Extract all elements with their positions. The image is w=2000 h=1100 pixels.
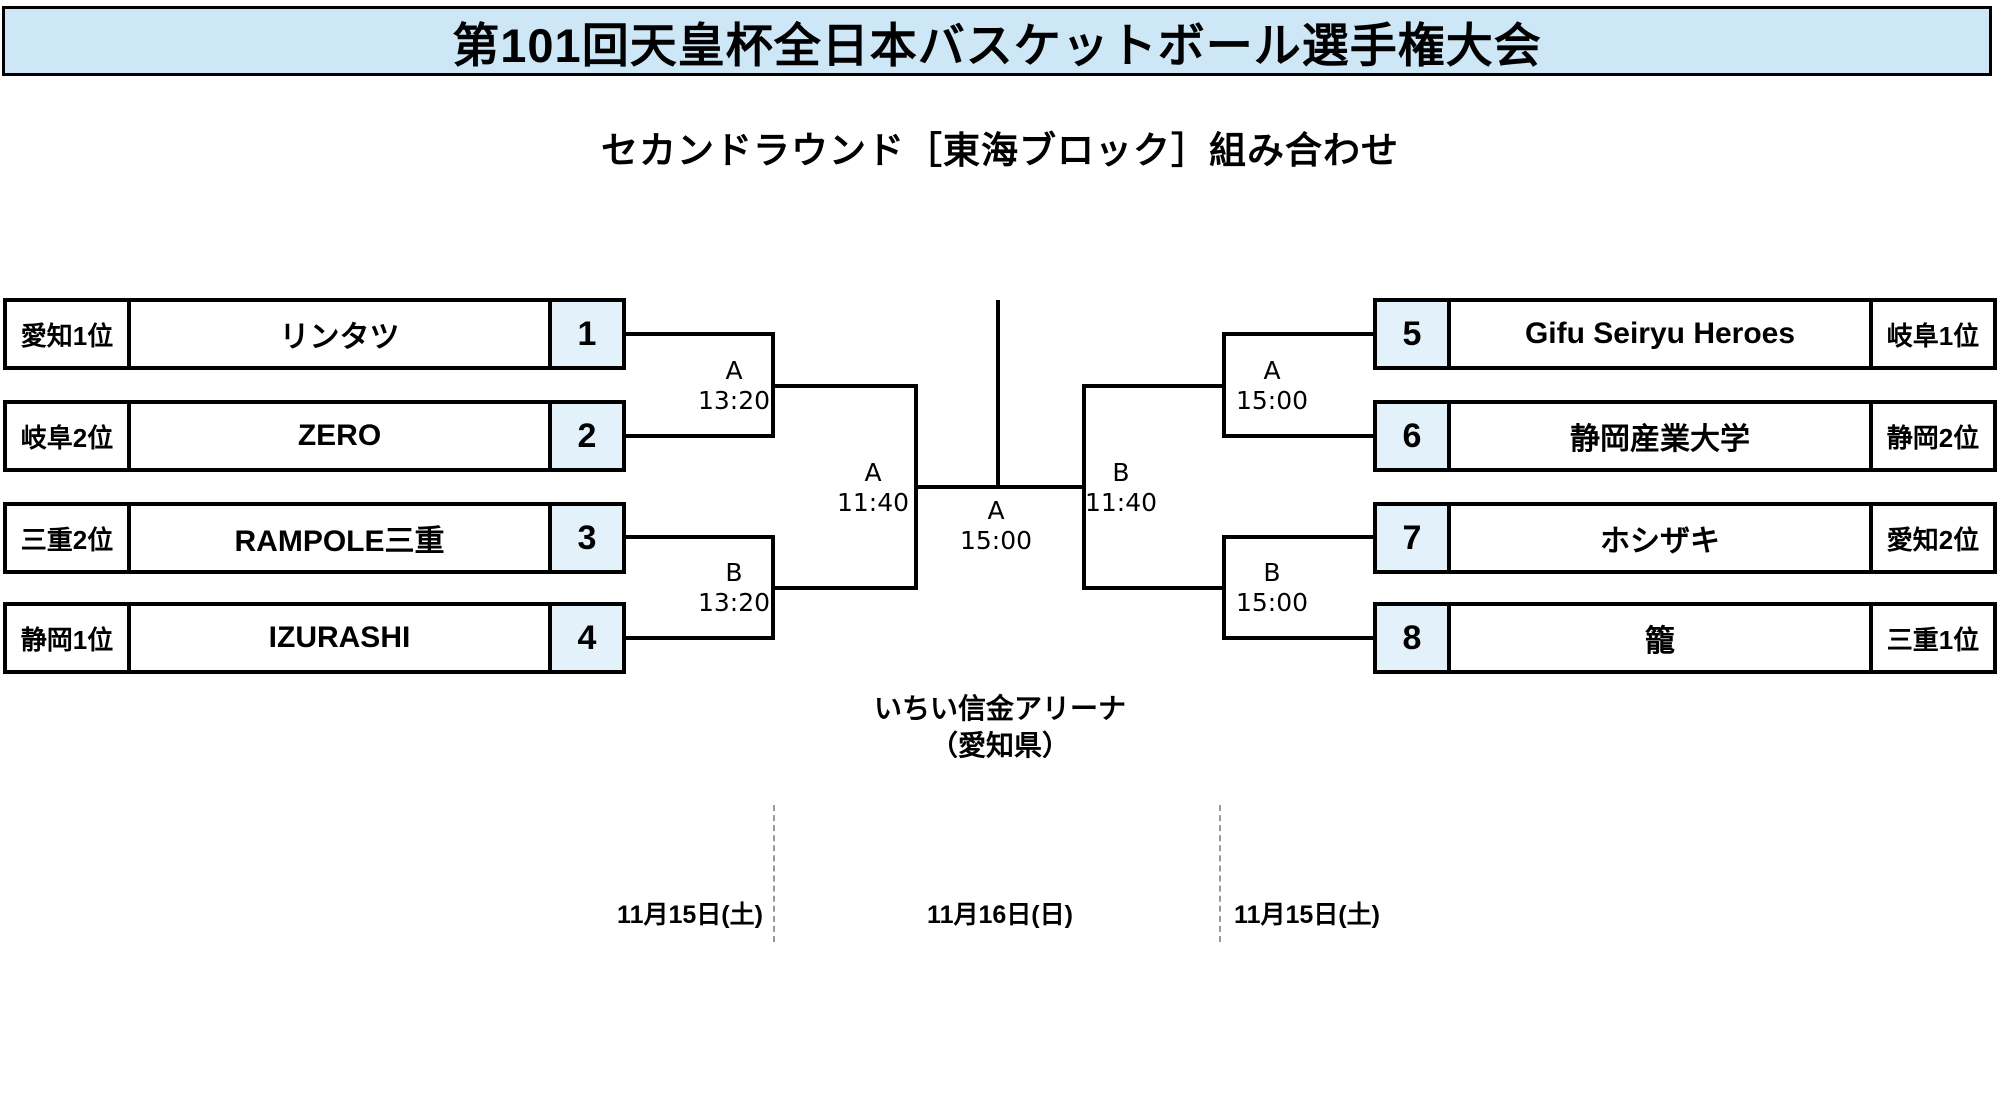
connector-line	[914, 485, 1086, 489]
team-name: IZURASHI	[268, 621, 411, 654]
connector-line	[1224, 434, 1374, 438]
team-name: RAMPOLE三重	[234, 525, 445, 558]
page-subtitle: セカンドラウンド［東海ブロック］組み合わせ	[601, 130, 1399, 171]
seed-number: 8	[1377, 606, 1451, 670]
court-label: B	[1112, 458, 1130, 487]
match-label-right-quarter-a: A 15:00	[1172, 356, 1372, 416]
prefecture-rank: 岐阜1位	[1869, 302, 1993, 366]
team-row: 三重2位 RAMPOLE三重 3	[3, 502, 626, 574]
connector-line	[624, 332, 775, 336]
day-separator	[1219, 805, 1221, 942]
date-label-center: 11月16日(日)	[927, 901, 1073, 929]
time-label: 11:40	[1084, 488, 1158, 517]
connector-line	[1084, 586, 1226, 590]
seed-number: 2	[548, 404, 622, 468]
champion-line	[996, 300, 1000, 489]
time-label: 15:00	[1235, 386, 1309, 415]
court-label: A	[1263, 356, 1281, 385]
connector-line	[1224, 636, 1374, 640]
connector-line	[1082, 384, 1086, 590]
match-label-left-semi: A 11:40	[773, 458, 973, 518]
connector-line	[1224, 332, 1374, 336]
venue-name: いちい信金アリーナ	[873, 693, 1126, 724]
connector-line	[1222, 535, 1226, 640]
seed-number: 7	[1377, 506, 1451, 570]
connector-line	[624, 434, 775, 438]
seed-number: 1	[548, 302, 622, 366]
court-label: A	[987, 496, 1005, 525]
team-row: 6 静岡産業大学 静岡2位	[1373, 400, 1997, 472]
match-label-final: A 15:00	[896, 496, 1096, 556]
prefecture-rank: 静岡2位	[1869, 404, 1993, 468]
connector-line	[771, 586, 918, 590]
team-row: 静岡1位 IZURASHI 4	[3, 602, 626, 674]
team-name: 籠	[1645, 625, 1675, 658]
team-name: 静岡産業大学	[1570, 423, 1750, 456]
court-label: B	[725, 558, 743, 587]
match-label-right-quarter-b: B 15:00	[1172, 558, 1372, 618]
team-name: Gifu Seiryu Heroes	[1524, 317, 1796, 350]
connector-line	[624, 636, 775, 640]
team-name: リンタツ	[279, 321, 400, 354]
prefecture-rank: 岐阜2位	[7, 404, 131, 468]
team-row: 愛知1位 リンタツ 1	[3, 298, 626, 370]
team-row: 8 籠 三重1位	[1373, 602, 1997, 674]
team-row: 5 Gifu Seiryu Heroes 岐阜1位	[1373, 298, 1997, 370]
prefecture-rank: 三重1位	[1869, 606, 1993, 670]
time-label: 11:40	[836, 488, 910, 517]
time-label: 13:20	[697, 386, 771, 415]
seed-number: 5	[1377, 302, 1451, 366]
connector-line	[1084, 384, 1226, 388]
prefecture-rank: 愛知2位	[1869, 506, 1993, 570]
seed-number: 4	[548, 606, 622, 670]
connector-line	[624, 535, 775, 539]
date-label-left: 11月15日(土)	[617, 901, 763, 929]
time-label: 15:00	[959, 526, 1033, 555]
team-name: ZERO	[297, 419, 382, 452]
match-label-right-semi: B 11:40	[1021, 458, 1221, 518]
page-title: 第101回天皇杯全日本バスケットボール選手権大会	[452, 18, 1542, 72]
court-label: A	[864, 458, 882, 487]
seed-number: 3	[548, 506, 622, 570]
court-label: B	[1263, 558, 1281, 587]
court-label: A	[725, 356, 743, 385]
connector-line	[1224, 535, 1374, 539]
seed-number: 6	[1377, 404, 1451, 468]
match-label-left-quarter-a: A 13:20	[634, 356, 834, 416]
team-row: 7 ホシザキ 愛知2位	[1373, 502, 1997, 574]
title-banner: 第101回天皇杯全日本バスケットボール選手権大会	[2, 6, 1992, 76]
date-label-right: 11月15日(土)	[1234, 901, 1380, 929]
prefecture-rank: 静岡1位	[7, 606, 131, 670]
connector-line	[771, 384, 918, 388]
time-label: 15:00	[1235, 588, 1309, 617]
prefecture-rank: 三重2位	[7, 506, 131, 570]
venue-prefecture: （愛知県）	[929, 730, 1070, 761]
day-separator	[773, 805, 775, 942]
venue: いちい信金アリーナ （愛知県）	[800, 690, 1200, 764]
team-row: 岐阜2位 ZERO 2	[3, 400, 626, 472]
time-label: 13:20	[697, 588, 771, 617]
match-label-left-quarter-b: B 13:20	[634, 558, 834, 618]
team-name: ホシザキ	[1600, 525, 1720, 558]
prefecture-rank: 愛知1位	[7, 302, 131, 366]
connector-line	[1222, 332, 1226, 438]
